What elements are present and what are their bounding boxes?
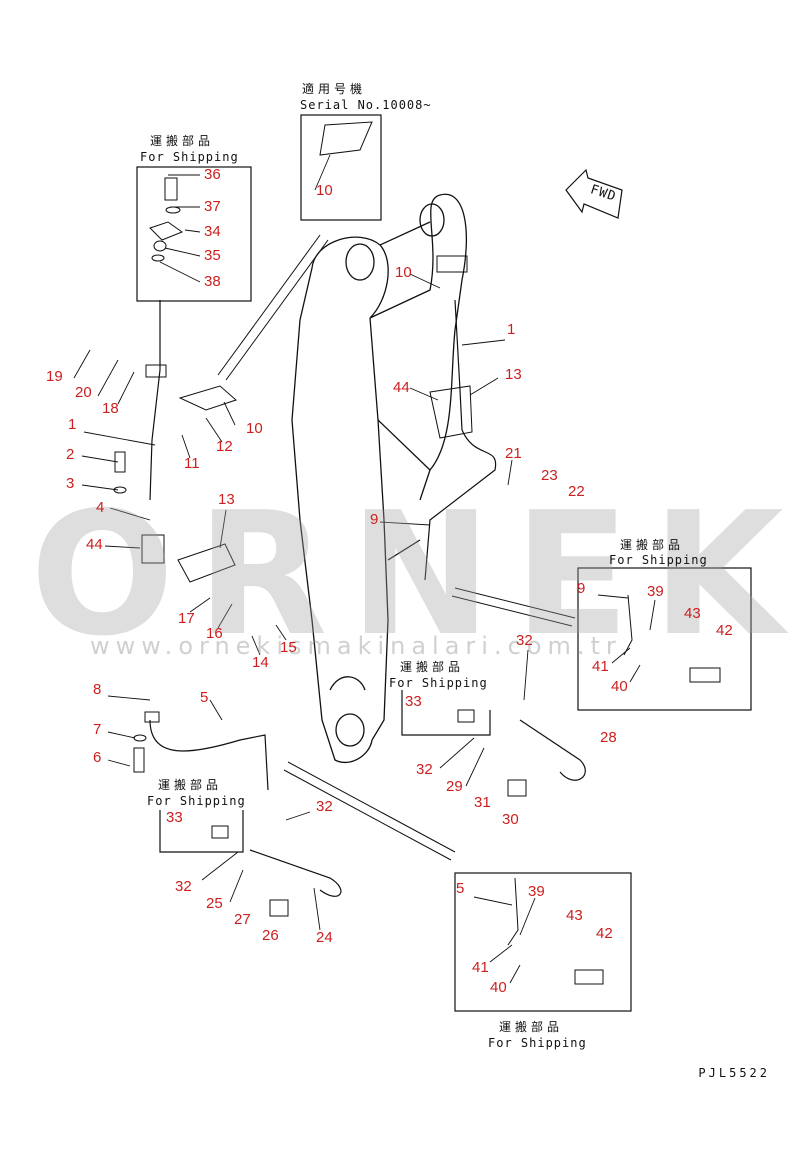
part-label-35: 35 xyxy=(204,247,221,264)
part-label-44-left: 44 xyxy=(86,536,103,553)
part-label-28: 28 xyxy=(600,729,617,746)
serial-box xyxy=(300,114,382,221)
part-label-18: 18 xyxy=(102,400,119,417)
part-label-16: 16 xyxy=(206,625,223,642)
part-label-32-d: 32 xyxy=(175,878,192,895)
shipping-bracket-middle xyxy=(401,690,491,736)
part-label-1-right: 1 xyxy=(507,321,516,338)
hose-24 xyxy=(249,849,342,897)
boom-outline xyxy=(291,193,468,764)
part-label-31: 31 xyxy=(474,794,491,811)
part-label-22: 22 xyxy=(568,483,585,500)
part-label-12: 12 xyxy=(216,438,233,455)
part-label-32-a: 32 xyxy=(516,632,533,649)
applicability-jp: 適用号機 xyxy=(302,82,367,96)
shipping-box-bottom-right xyxy=(454,872,632,1012)
part-label-44-boom: 44 xyxy=(393,379,410,396)
leader-lines xyxy=(73,154,656,984)
part-label-9-box: 9 xyxy=(577,580,586,597)
part-label-2: 2 xyxy=(66,446,75,463)
shipping-label-en-4: For Shipping xyxy=(147,794,246,808)
part-label-40-bottom: 40 xyxy=(490,979,507,996)
part-label-25: 25 xyxy=(206,895,223,912)
part-label-14: 14 xyxy=(252,654,269,671)
part-label-20: 20 xyxy=(75,384,92,401)
shipping-box-right xyxy=(577,567,752,711)
part-label-42-right: 42 xyxy=(716,622,733,639)
shipping-box-top-left xyxy=(136,166,252,302)
shipping-label-jp-3: 運搬部品 xyxy=(400,660,465,674)
shipping-bracket-left xyxy=(159,810,244,853)
shipping-label-en-3: For Shipping xyxy=(389,676,488,690)
hose-28 xyxy=(519,719,586,781)
part-label-26: 26 xyxy=(262,927,279,944)
drawing-code: PJL5522 xyxy=(698,1066,770,1080)
pipe-1-right xyxy=(454,299,463,431)
part-glyphs xyxy=(113,121,721,985)
part-label-13-left: 13 xyxy=(218,491,235,508)
part-label-23: 23 xyxy=(541,467,558,484)
part-label-21: 21 xyxy=(505,445,522,462)
pipe-1-left xyxy=(149,300,161,501)
part-label-39-bottom: 39 xyxy=(528,883,545,900)
part-label-32-c: 32 xyxy=(316,798,333,815)
part-label-5-box: 5 xyxy=(456,880,465,897)
shipping-label-en-5: For Shipping xyxy=(488,1036,587,1050)
part-label-10-serial: 10 xyxy=(316,182,333,199)
shipping-label-jp-4: 運搬部品 xyxy=(158,778,223,792)
part-label-33-left: 33 xyxy=(166,809,183,826)
part-label-29: 29 xyxy=(446,778,463,795)
part-label-4: 4 xyxy=(96,499,105,516)
part-label-38: 38 xyxy=(204,273,221,290)
part-label-43-right: 43 xyxy=(684,605,701,622)
part-label-39-right: 39 xyxy=(647,583,664,600)
part-label-3: 3 xyxy=(66,475,75,492)
part-label-40-right: 40 xyxy=(611,678,628,695)
part-label-37: 37 xyxy=(204,198,221,215)
part-label-34: 34 xyxy=(204,223,221,240)
pipe-9 xyxy=(424,429,497,581)
part-label-11: 11 xyxy=(184,455,200,472)
part-label-36: 36 xyxy=(204,166,221,183)
part-label-19: 19 xyxy=(46,368,63,385)
part-label-42-bottom: 42 xyxy=(596,925,613,942)
part-label-1-left: 1 xyxy=(68,416,77,433)
fwd-arrow xyxy=(565,168,623,219)
part-label-27: 27 xyxy=(234,911,251,928)
watermark-brand: ORNEK xyxy=(30,476,806,674)
part-label-8: 8 xyxy=(93,681,102,698)
part-label-15: 15 xyxy=(280,639,297,656)
part-label-33-middle: 33 xyxy=(405,693,422,710)
shipping-label-en-2: For Shipping xyxy=(609,553,708,567)
part-label-32-b: 32 xyxy=(416,761,433,778)
part-label-41-right: 41 xyxy=(592,658,609,675)
part-label-24: 24 xyxy=(316,929,333,946)
shipping-label-en-1: For Shipping xyxy=(140,150,239,164)
part-label-9-boom: 9 xyxy=(370,511,379,528)
part-label-13-boom: 13 xyxy=(505,366,522,383)
watermark-url: www.ornekismakinalari.com.tr xyxy=(90,632,622,660)
applicability-serial: Serial No.10008~ xyxy=(300,98,432,112)
part-label-5-left: 5 xyxy=(200,689,209,706)
shipping-label-jp-2: 運搬部品 xyxy=(620,538,685,552)
part-label-7: 7 xyxy=(93,721,102,738)
arrow-lines xyxy=(217,234,576,861)
part-label-17: 17 xyxy=(178,610,195,627)
part-label-6: 6 xyxy=(93,749,102,766)
part-label-10-left: 10 xyxy=(246,420,263,437)
shipping-label-jp-5: 運搬部品 xyxy=(499,1020,564,1034)
part-label-41-bottom: 41 xyxy=(472,959,489,976)
part-label-10-boom: 10 xyxy=(395,264,412,281)
part-label-43-bottom: 43 xyxy=(566,907,583,924)
shipping-label-jp-1: 運搬部品 xyxy=(150,134,215,148)
part-label-30: 30 xyxy=(502,811,519,828)
pipe-5 xyxy=(149,719,269,791)
